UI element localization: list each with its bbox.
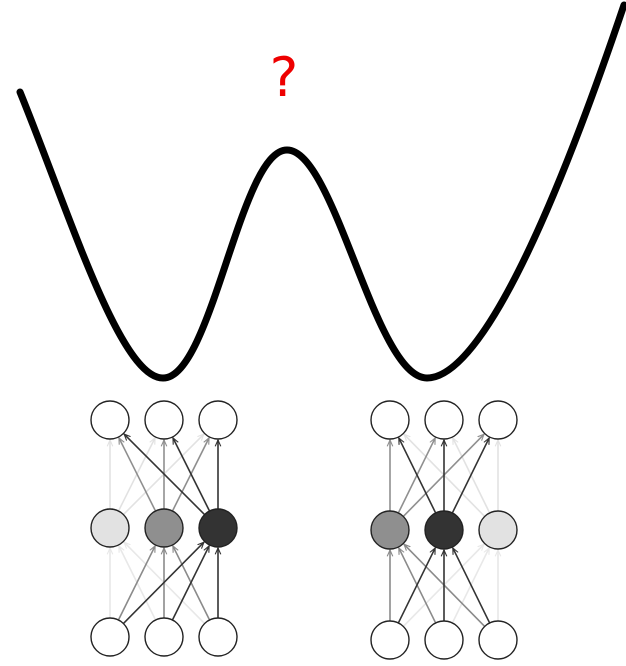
output-node: [424, 400, 464, 440]
hidden-node: [424, 510, 464, 550]
edge-input-to-hidden: [452, 548, 491, 624]
edge-input-to-hidden: [397, 548, 436, 624]
nodes: [90, 400, 238, 657]
edges: [110, 434, 218, 625]
edge-hidden-to-output: [172, 438, 211, 512]
nodes: [370, 400, 518, 660]
input-node: [198, 617, 238, 657]
output-node: [144, 400, 184, 440]
edge-input-to-hidden: [171, 546, 210, 621]
double-well-curve: [16, 1, 626, 382]
output-node: [478, 400, 518, 440]
hidden-node: [478, 510, 518, 550]
networks-layer: [90, 400, 518, 660]
hidden-node: [144, 508, 184, 548]
output-node: [90, 400, 130, 440]
edge-hidden-to-output: [124, 434, 206, 516]
edges: [390, 434, 498, 628]
hidden-node: [90, 508, 130, 548]
hidden-node: [370, 510, 410, 550]
left-network: [90, 400, 238, 657]
hidden-node: [198, 508, 238, 548]
edge-input-to-hidden: [117, 546, 156, 621]
input-node: [90, 617, 130, 657]
right-network: [370, 400, 518, 660]
output-node: [198, 400, 238, 440]
edge-hidden-to-output: [398, 438, 437, 514]
edge-input-to-hidden: [122, 542, 204, 625]
input-node: [478, 620, 518, 660]
curve-layer: [16, 1, 626, 382]
edge-hidden-to-output: [118, 438, 157, 512]
input-node: [370, 620, 410, 660]
input-node: [424, 620, 464, 660]
question-mark-annotation: ?: [269, 46, 299, 109]
edge-hidden-to-output: [451, 438, 490, 514]
output-node: [370, 400, 410, 440]
input-node: [144, 617, 184, 657]
